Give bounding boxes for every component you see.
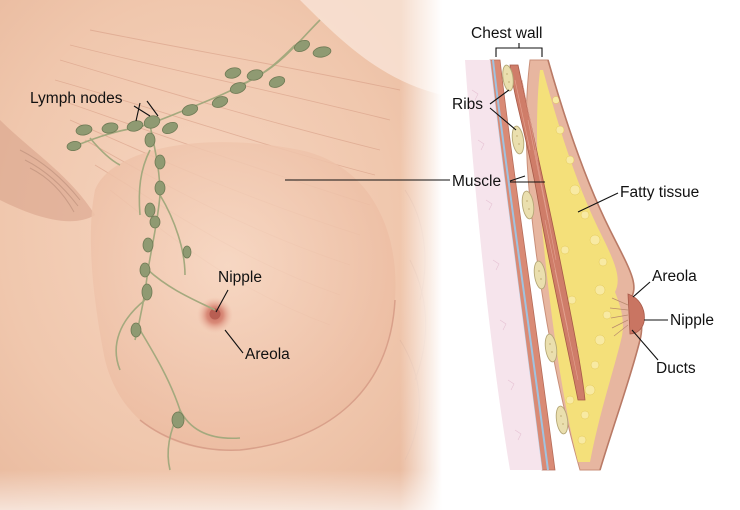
- fatty-tissue-region: [537, 70, 623, 462]
- leader-lymph-nodes: [133, 100, 159, 122]
- rib-texture: [506, 73, 564, 425]
- label-nipple-side: Nipple: [670, 312, 714, 329]
- nipple-front: [209, 308, 221, 320]
- label-fatty-tissue: Fatty tissue: [620, 184, 699, 201]
- leader-fatty-tissue: [577, 192, 619, 213]
- fat-lobules: [552, 96, 612, 445]
- armpit-shadow: [0, 120, 95, 222]
- muscle-striations: [514, 79, 579, 381]
- front-view-illustration: [0, 0, 442, 510]
- label-chest-wall: Chest wall: [471, 25, 543, 42]
- rib-sections: [502, 64, 569, 435]
- leader-ducts: [631, 329, 659, 361]
- armpit-hair: [19, 149, 81, 213]
- leader-areola-side: [632, 281, 651, 298]
- label-areola-side: Areola: [652, 268, 697, 285]
- milk-ducts: [609, 297, 629, 337]
- lymph-nodes: [66, 39, 332, 429]
- label-muscle: Muscle: [452, 173, 501, 190]
- leader-muscle-side: [509, 175, 545, 183]
- label-nipple-front: Nipple: [218, 269, 262, 286]
- label-lymph-nodes: Lymph nodes: [30, 90, 123, 107]
- bracket-chest-wall: [495, 43, 543, 57]
- breast-mound: [90, 142, 396, 451]
- labels-layer: Lymph nodes Nipple Areola Chest wall Rib…: [30, 25, 714, 377]
- label-ducts: Ducts: [656, 360, 696, 377]
- leader-nipple-front: [215, 289, 229, 313]
- label-ribs: Ribs: [452, 96, 483, 113]
- breast-outline: [139, 299, 396, 451]
- nipple-side: [627, 293, 645, 335]
- lung-tissue: [465, 60, 542, 470]
- lung-texture: [471, 89, 522, 441]
- cross-section-illustration: [465, 59, 645, 471]
- label-areola-front: Areola: [245, 346, 290, 363]
- leader-ribs: [489, 89, 517, 131]
- leader-areola-front: [224, 329, 244, 354]
